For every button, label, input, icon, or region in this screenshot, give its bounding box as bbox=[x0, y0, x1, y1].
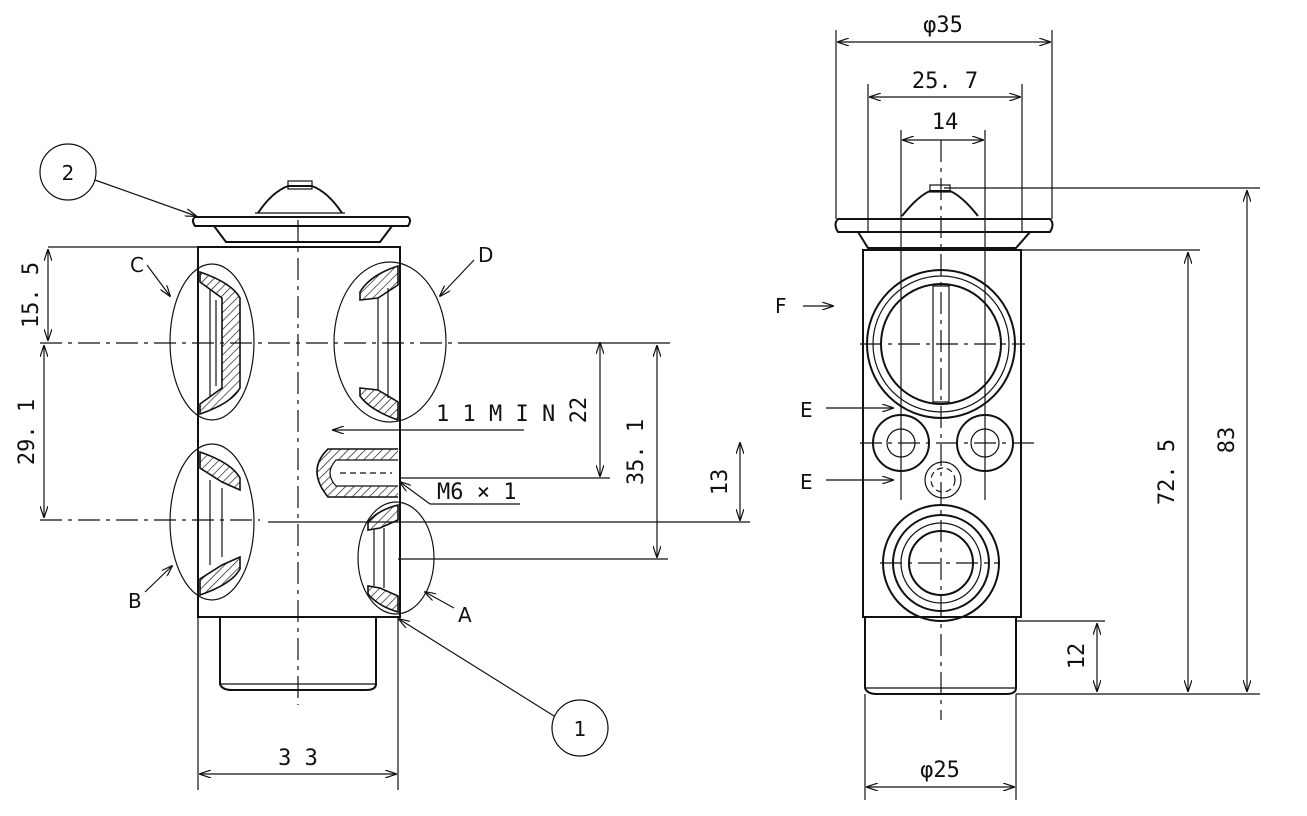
label-e-top: E bbox=[800, 398, 813, 422]
port-label-c: C bbox=[130, 253, 144, 277]
dim-phi25: φ25 bbox=[920, 758, 960, 783]
dim-35-1: 35. 1 bbox=[624, 419, 649, 485]
dim-83: 83 bbox=[1215, 427, 1240, 454]
port-d-section bbox=[333, 261, 447, 423]
dim-12: 12 bbox=[1065, 643, 1090, 670]
port-c-section bbox=[169, 263, 255, 421]
mount-hole bbox=[924, 461, 962, 499]
valve-body-side bbox=[197, 246, 401, 618]
port-a-section bbox=[357, 501, 435, 615]
threaded-hole bbox=[316, 448, 398, 498]
dim-15-5: 15. 5 bbox=[19, 262, 44, 328]
dim-14: 14 bbox=[932, 110, 959, 135]
label-e-bottom: E bbox=[800, 470, 813, 494]
power-head-cap bbox=[192, 180, 411, 243]
label-f: F bbox=[775, 294, 787, 318]
dim-33: 3 3 bbox=[278, 746, 318, 771]
dim-22: 22 bbox=[567, 397, 592, 424]
balloon-1: 1 bbox=[399, 619, 609, 757]
port-label-d: D bbox=[478, 243, 493, 267]
left-view: 15. 5 29. 1 22 35. 1 13 1 1 M I N M6 × 1… bbox=[15, 143, 750, 790]
front-power-head-cap bbox=[834, 184, 1054, 249]
dim-phi35: φ35 bbox=[923, 13, 963, 38]
right-view: φ35 25. 7 14 72. 5 83 12 φ25 E E F bbox=[775, 13, 1260, 800]
port-label-b: B bbox=[128, 589, 142, 613]
dim-25-7: 25. 7 bbox=[912, 69, 978, 94]
svg-text:1: 1 bbox=[574, 717, 587, 741]
port-label-a: A bbox=[458, 603, 472, 627]
dim-11min: 1 1 M I N bbox=[436, 402, 555, 427]
dim-thread-m6: M6 × 1 bbox=[437, 480, 516, 505]
dim-13: 13 bbox=[708, 469, 733, 496]
balloon-2: 2 bbox=[39, 143, 196, 216]
port-b-section bbox=[169, 443, 255, 601]
svg-text:2: 2 bbox=[62, 161, 75, 185]
dim-72-5: 72. 5 bbox=[1155, 439, 1180, 505]
valve-body-front bbox=[862, 249, 1022, 618]
dim-29-1: 29. 1 bbox=[15, 399, 40, 465]
